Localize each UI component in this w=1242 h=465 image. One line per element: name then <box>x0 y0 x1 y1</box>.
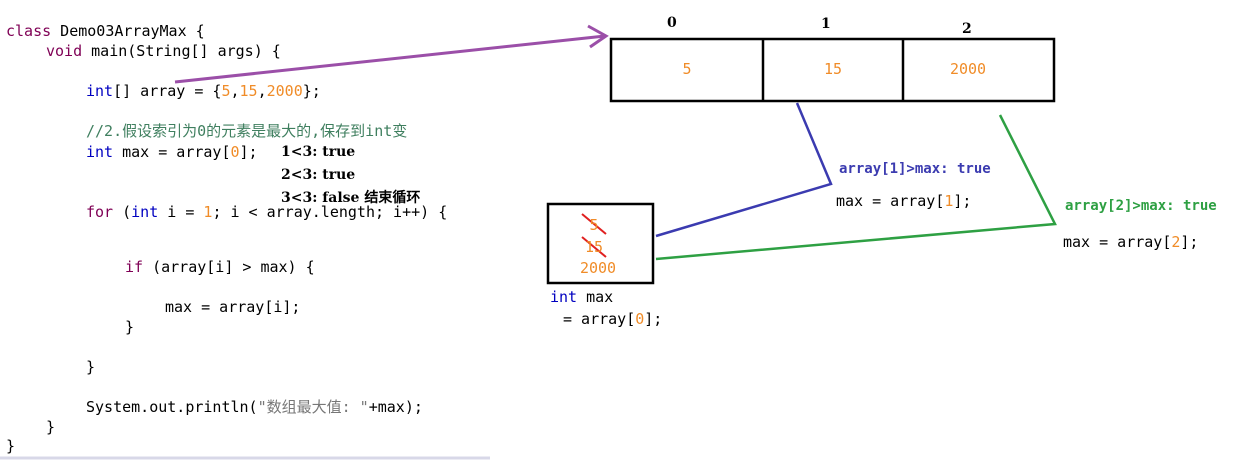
main-decl: main(String[] args) { <box>82 42 281 60</box>
kw-int: int <box>86 82 114 100</box>
num-1: 1 <box>203 203 213 221</box>
step1-condition: array[1]>max: true <box>839 161 991 177</box>
for-a: ( <box>113 203 132 221</box>
num-5: 5 <box>221 82 231 100</box>
array-decl-a: [] array = { <box>113 82 222 100</box>
step2-assign-num: 2 <box>1171 233 1181 251</box>
max-old-15: 15 <box>584 238 604 256</box>
kw-for: for <box>86 203 114 221</box>
code-comment: //2.假设索引为0的元素是最大的,保存到int变 <box>86 122 408 140</box>
if-cond: (array[i] > max) { <box>143 258 315 276</box>
kw-int-i: int <box>131 203 159 221</box>
strike-15 <box>581 236 607 258</box>
array-cell-2: 2000 <box>949 60 987 78</box>
comma-1: , <box>230 82 240 100</box>
code-line-3: int[] array = {5,15,2000}; <box>86 82 321 100</box>
array-cell-0: 5 <box>682 60 692 78</box>
strike-5 <box>581 213 607 235</box>
max-box <box>546 202 655 285</box>
kw-int-max: int <box>86 143 114 161</box>
code-line-for: for (int i = 1; i < array.length; i++) { <box>86 203 447 221</box>
comma-2: , <box>257 82 267 100</box>
array-decl-end: }; <box>302 82 321 100</box>
loop-note-2: 2<3: true <box>281 167 356 183</box>
max-decl-end: ]; <box>239 143 258 161</box>
step1-assign-num: 1 <box>944 192 954 210</box>
print-a: System.out.println( <box>86 398 258 416</box>
init-assign-end: ]; <box>644 310 663 328</box>
print-b: +max); <box>368 398 423 416</box>
loop-note-1: 1<3: true <box>281 144 356 160</box>
for-c: ; i < array.length; i++) { <box>212 203 448 221</box>
max-label-name: max <box>577 288 614 306</box>
step2-assign-end: ]; <box>1180 233 1199 251</box>
array-cell-1: 15 <box>823 60 843 78</box>
code-line-print: System.out.println("数组最大值: "+max); <box>86 398 423 416</box>
array-index-2: 2 <box>962 21 972 37</box>
array-index-0: 0 <box>667 15 677 31</box>
kw-if: if <box>125 258 144 276</box>
purple-arrow-line <box>174 34 606 84</box>
step2-condition: array[2]>max: true <box>1065 198 1217 214</box>
code-line-1: class Demo03ArrayMax { <box>6 22 205 40</box>
max-decl: max = array[ <box>113 143 231 161</box>
kw-class: class <box>6 22 52 40</box>
num-2000: 2000 <box>266 82 303 100</box>
kw-void: void <box>46 42 83 60</box>
purple-arrow-head <box>587 24 609 49</box>
step1-assign-a: max = array[ <box>836 192 945 210</box>
array-box <box>609 37 1056 103</box>
num-15: 15 <box>239 82 258 100</box>
kw-int-label: int <box>550 288 578 306</box>
max-init-assign: = array[0]; <box>563 310 662 328</box>
loop-note-3: 3<3: false 结束循环 <box>281 190 421 206</box>
class-decl: Demo03ArrayMax { <box>51 22 205 40</box>
code-line-2: void main(String[] args) { <box>46 42 281 60</box>
code-line-if: if (array[i] > max) { <box>125 258 315 276</box>
green-connector <box>655 114 1057 261</box>
code-line-5: int max = array[0]; <box>86 143 258 161</box>
step1-assign-end: ]; <box>953 192 972 210</box>
code-line-assign: max = array[i]; <box>165 298 301 316</box>
array-index-1: 1 <box>821 16 831 32</box>
for-b: i = <box>158 203 204 221</box>
code-close-if: } <box>125 318 135 336</box>
max-current-2000: 2000 <box>579 259 617 277</box>
num-0: 0 <box>230 143 240 161</box>
blue-connector <box>655 102 833 238</box>
step2-assign: max = array[2]; <box>1063 233 1198 251</box>
code-close-for: } <box>86 358 96 376</box>
step1-assign: max = array[1]; <box>836 192 971 210</box>
print-string: "数组最大值: " <box>257 398 369 416</box>
code-close-main: } <box>46 418 56 436</box>
init-assign-a: = array[ <box>563 310 636 328</box>
max-var-label: int max <box>550 288 613 306</box>
code-close-class: } <box>6 437 16 455</box>
max-old-5: 5 <box>589 216 599 234</box>
step2-assign-a: max = array[ <box>1063 233 1172 251</box>
init-assign-num: 0 <box>635 310 645 328</box>
